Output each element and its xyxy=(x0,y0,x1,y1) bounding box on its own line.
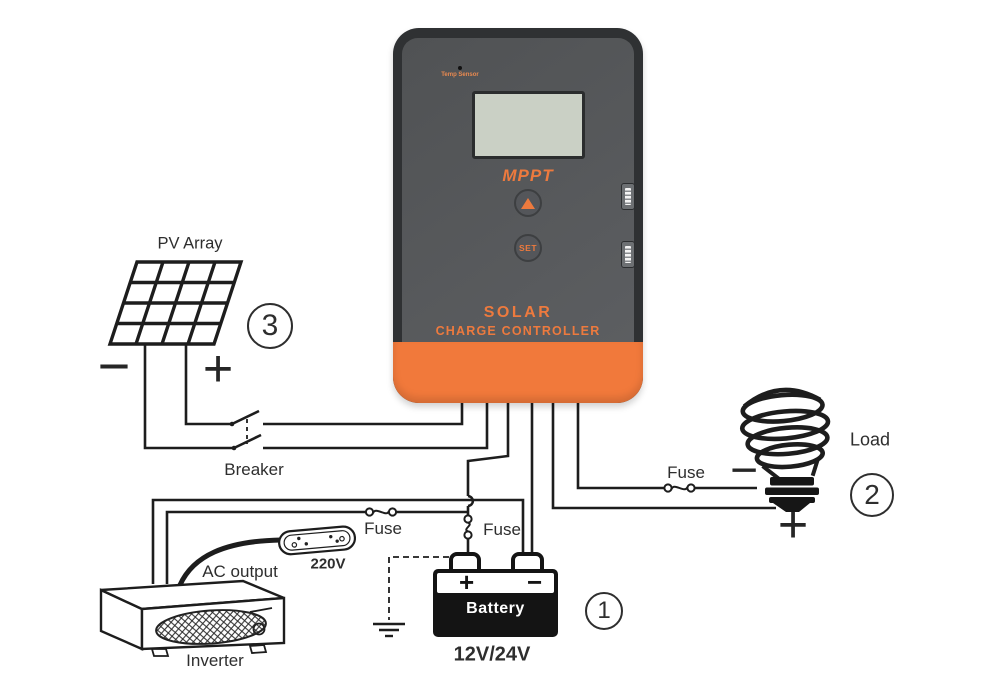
usb-port-icon xyxy=(621,183,635,210)
wire-inverter-to-battery xyxy=(151,498,525,584)
fuse-symbol-battery xyxy=(463,514,473,540)
pv-array-label: PV Array xyxy=(157,234,223,253)
battery-minus-sign: − xyxy=(527,567,543,597)
wire-controller-to-load-minus xyxy=(576,399,757,493)
pv-plus-sign: + xyxy=(202,340,234,398)
wire-controller-to-load-plus xyxy=(551,399,776,510)
controller-front-panel: Temp Sensor MPPT SET SOLAR CHARGE CONTRO… xyxy=(402,38,635,342)
step-number-battery: 1 xyxy=(585,592,623,630)
bulb-base xyxy=(765,477,819,512)
usb-port-icon xyxy=(621,241,635,268)
load-plus-sign: + xyxy=(777,496,809,554)
ac-socket-icon xyxy=(278,525,357,556)
wire-breaker-to-controller-2 xyxy=(263,399,489,450)
ac-cable xyxy=(177,537,282,587)
controller-orange-band xyxy=(393,342,643,403)
battery-top-band: + − xyxy=(437,567,554,597)
step-number-pv: 3 xyxy=(247,303,293,349)
triangle-up-icon xyxy=(521,197,535,209)
fuse-inverter-label: Fuse xyxy=(364,519,402,538)
battery-voltage-label: 12V/24V xyxy=(453,643,531,666)
battery-label: Battery xyxy=(466,600,525,617)
fuse-symbol-load xyxy=(663,483,696,493)
load-label: Load xyxy=(849,429,891,450)
ground-symbol xyxy=(373,556,449,638)
step-number-load: 2 xyxy=(850,473,894,517)
temp-sensor-hole xyxy=(458,66,462,70)
load-minus-sign: − xyxy=(729,444,759,497)
lcd-screen xyxy=(472,91,585,159)
fuse-battery-label: Fuse xyxy=(483,520,521,539)
inverter-icon xyxy=(99,579,286,657)
pv-wires xyxy=(143,344,234,450)
load-bulb-icon xyxy=(739,387,831,512)
fuse-load-label: Fuse xyxy=(667,463,705,482)
pv-minus-sign: − xyxy=(97,334,131,397)
inverter-label: Inverter xyxy=(186,651,244,670)
fuse-symbol-inverter xyxy=(364,507,398,517)
brand-solar: SOLAR xyxy=(483,304,553,321)
wire-breaker-to-controller-1 xyxy=(263,399,464,426)
up-button[interactable] xyxy=(514,189,542,217)
brand-charge-controller: CHARGE CONTROLLER xyxy=(435,324,601,338)
outlet-voltage-label: 220V xyxy=(310,555,346,573)
breaker-symbol xyxy=(229,409,262,451)
temp-sensor-label: Temp Sensor xyxy=(441,72,479,78)
ac-output-label: AC output xyxy=(202,562,278,581)
breaker-label: Breaker xyxy=(224,460,284,479)
wire-controller-to-battery-plus xyxy=(463,399,510,553)
battery: + − Battery xyxy=(433,567,558,637)
set-button[interactable]: SET xyxy=(514,234,542,262)
charge-controller: Temp Sensor MPPT SET SOLAR CHARGE CONTRO… xyxy=(393,28,643,403)
mppt-label: MPPT xyxy=(502,166,554,185)
pv-panel-icon xyxy=(107,260,244,346)
battery-plus-sign: + xyxy=(459,567,475,597)
